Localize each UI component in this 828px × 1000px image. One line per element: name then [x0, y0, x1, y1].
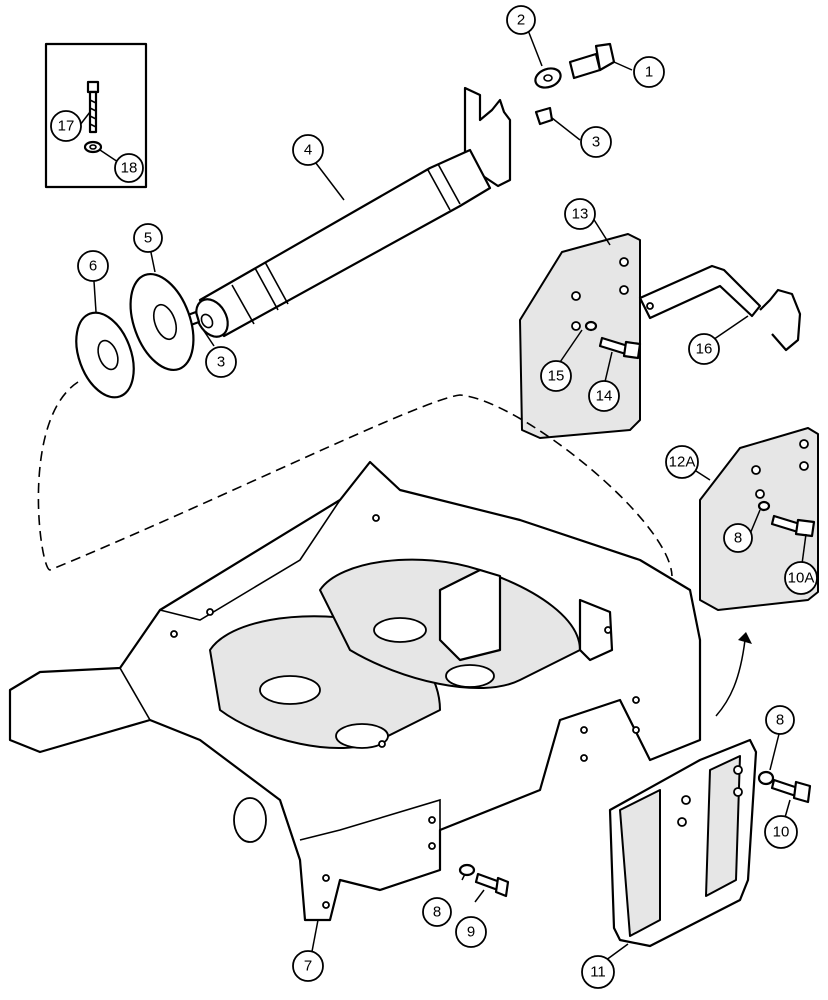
- callout-label: 7: [304, 958, 312, 975]
- rotation-arrow: [715, 639, 746, 717]
- callout-label: 15: [548, 368, 565, 385]
- fitting-3a: [534, 106, 554, 126]
- bracket-11: [608, 738, 758, 948]
- washer-6: [75, 311, 135, 399]
- callout-3a: 3: [580, 126, 612, 158]
- callout-8b: 8: [765, 705, 795, 735]
- shaft: [195, 86, 512, 338]
- callout-label: 3: [217, 354, 225, 371]
- callout-4: 4: [292, 134, 324, 166]
- callout-label: 4: [304, 142, 312, 159]
- callout-label: 11: [590, 964, 606, 981]
- callout-18: 18: [114, 153, 144, 183]
- routing-line: [37, 381, 673, 577]
- callout-12a: 12A: [665, 445, 699, 479]
- callout-6: 6: [77, 250, 109, 282]
- callout-label: 12A: [669, 454, 696, 471]
- callout-label: 16: [696, 341, 713, 358]
- arrow-head: [738, 632, 752, 644]
- callout-13: 13: [564, 198, 596, 230]
- hook-16: [638, 264, 802, 352]
- front-frame: [8, 460, 702, 922]
- washer-2: [534, 67, 562, 89]
- callout-9: 9: [455, 916, 487, 948]
- callout-label: 6: [89, 258, 97, 275]
- callout-1: 1: [633, 56, 665, 88]
- callout-label: 5: [144, 230, 152, 247]
- callout-label: 10: [773, 824, 790, 841]
- callout-label: 1: [645, 64, 653, 81]
- callout-label: 2: [517, 12, 525, 29]
- callout-14: 14: [588, 380, 620, 412]
- callout-label: 8: [776, 712, 784, 729]
- callout-16: 16: [688, 333, 720, 365]
- weight-plate-13: [519, 233, 642, 439]
- callout-7: 7: [292, 950, 324, 982]
- callout-label: 8: [734, 530, 742, 547]
- callout-17: 17: [50, 110, 82, 142]
- callout-label: 8: [433, 904, 441, 921]
- callout-10a: 10A: [784, 561, 818, 595]
- callout-3b: 3: [205, 346, 237, 378]
- weight-plate-12a: [699, 427, 819, 611]
- washer-8-bottom: [458, 863, 476, 877]
- callout-label: 14: [596, 388, 613, 405]
- callout-10: 10: [764, 815, 798, 849]
- callout-label: 18: [121, 160, 138, 177]
- callout-5: 5: [133, 223, 163, 253]
- callout-15: 15: [540, 360, 572, 392]
- callout-label: 9: [467, 924, 475, 941]
- callout-8c: 8: [422, 897, 452, 927]
- callout-label: 17: [58, 118, 75, 135]
- washer-5: [129, 272, 195, 372]
- callout-2: 2: [506, 5, 536, 35]
- callout-label: 3: [592, 134, 600, 151]
- callout-label: 10A: [788, 570, 815, 587]
- washer-8-right: [757, 770, 775, 786]
- callout-11: 11: [581, 955, 615, 989]
- callout-8a: 8: [723, 523, 753, 553]
- bolt-1: [568, 42, 616, 80]
- callout-label: 13: [572, 206, 589, 223]
